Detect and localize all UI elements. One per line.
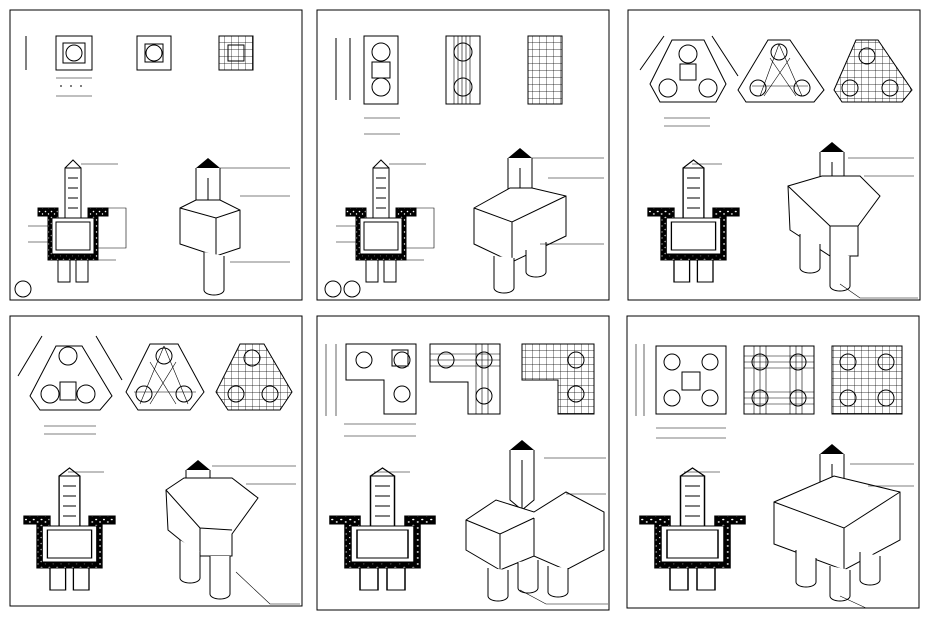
section-view: [647, 159, 740, 283]
section-view: [639, 467, 746, 591]
pile-mark: [324, 280, 342, 298]
panel-frame: [627, 9, 921, 301]
pile-mark: [343, 280, 361, 298]
panel-l-shape: [316, 315, 610, 611]
isometric-view: [179, 157, 290, 296]
isometric-view: [165, 459, 300, 605]
isometric-view: [787, 141, 918, 299]
panel-frame: [626, 315, 920, 609]
plan-view-group: [17, 335, 293, 435]
plan-view-group: [635, 344, 903, 439]
section-view: [336, 159, 435, 283]
isometric-view: [473, 147, 604, 294]
panel-frame: [316, 315, 610, 611]
pile-mark: [14, 280, 32, 298]
plan-view-group: [325, 343, 595, 437]
panel-four-pile: [626, 315, 920, 609]
section-view: [329, 467, 436, 591]
panel-three-pile-b: [9, 315, 303, 607]
plan-view-group: [335, 35, 563, 135]
isometric-view: [465, 439, 608, 605]
panel-frame: [9, 315, 303, 607]
panel-two-pile: [316, 9, 610, 301]
panel-single-pile: [9, 9, 303, 301]
section-view: [23, 467, 116, 591]
panel-three-pile-a: [627, 9, 921, 301]
plan-view-group: [639, 35, 913, 127]
panel-frame: [9, 9, 303, 301]
plan-view-group: [25, 35, 254, 97]
isometric-view: [773, 443, 916, 609]
panel-frame: [316, 9, 610, 301]
section-view: [28, 159, 127, 283]
